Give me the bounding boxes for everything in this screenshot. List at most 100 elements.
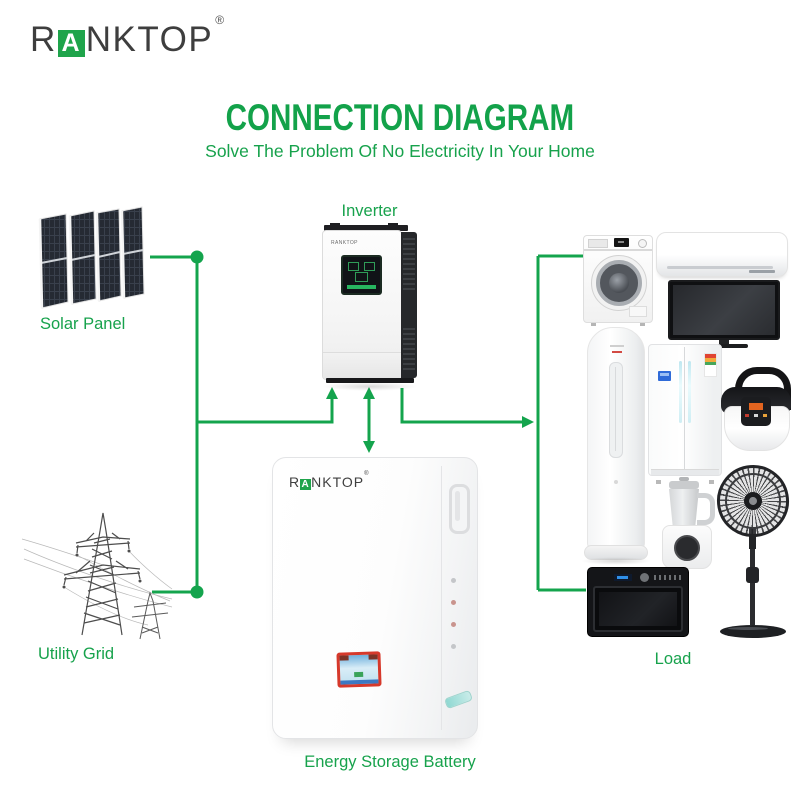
page-subtitle: Solve The Problem Of No Electricity In Y… [205, 141, 595, 161]
fridge-body [648, 344, 722, 476]
wall-air-conditioner-icon [656, 232, 788, 277]
line-inverter-to-load [400, 388, 523, 424]
floor-ac-logo-mark [610, 345, 624, 347]
inverter-screen [341, 255, 382, 295]
fridge-display [658, 371, 671, 381]
washer-drawer [588, 239, 608, 248]
battery-screen-glyph [368, 654, 378, 660]
washer-drum [609, 273, 629, 293]
battery-label: Energy Storage Battery [304, 753, 476, 771]
load-label: Load [654, 650, 692, 668]
floor-ac-button [614, 480, 618, 484]
inverter-screen-glyph [364, 262, 375, 271]
washer-control-panel [584, 236, 652, 251]
blender-lid [669, 481, 699, 489]
fan-cage [711, 459, 795, 543]
battery-screen-glyph [340, 679, 379, 685]
brand-logo-prefix: R [30, 20, 57, 59]
inverter-screen-statusbar [347, 285, 376, 289]
brand-logo-suffix: NKTOP [85, 20, 214, 59]
inverter-mount-tab [388, 223, 398, 228]
fan-height-joint [746, 567, 759, 583]
fridge-energy-label [704, 353, 717, 377]
brand-logo-accent-letter: A [61, 29, 82, 57]
washing-machine-icon [583, 235, 653, 326]
fridge-handle-right [688, 361, 691, 423]
battery-body: RANKTOP® [272, 457, 478, 739]
washer-foot [591, 323, 596, 326]
blender-dial [674, 535, 700, 561]
energy-storage-battery-icon: RANKTOP® [272, 457, 478, 739]
fridge-foot [656, 480, 661, 484]
inverter-base [326, 378, 414, 383]
microwave-body [587, 567, 689, 637]
microwave-knob [640, 573, 649, 582]
solar-panel-label: Solar Panel [40, 315, 126, 333]
floor-ac-body [587, 327, 645, 551]
battery-screen [336, 651, 382, 688]
battery-port [451, 644, 456, 649]
washer-door [591, 255, 647, 311]
battery-port [451, 622, 456, 627]
inverter-icon: RANKTOP [322, 223, 418, 391]
wall-ac-body [656, 232, 788, 277]
rice-cooker-icon [721, 367, 791, 451]
blender-handle [697, 493, 715, 525]
tv-screen [668, 280, 780, 340]
battery-port [451, 578, 456, 583]
microwave-display [614, 574, 632, 581]
solar-panel-icon [38, 206, 145, 309]
junction-dot-solar [190, 250, 204, 264]
inverter-front-panel: RANKTOP [322, 230, 402, 380]
floor-ac-shadow [581, 557, 651, 565]
battery-brand-logo: RANKTOP® [289, 471, 370, 490]
blender-icon [661, 477, 715, 569]
utility-grid-label: Utility Grid [38, 645, 115, 663]
floor-ac-red-mark [612, 351, 622, 353]
inverter-lower-panel [323, 352, 401, 379]
registered-trademark-icon: ® [215, 13, 226, 28]
washer-foot [640, 323, 645, 326]
wall-ac-flap [749, 270, 775, 273]
standing-fan-icon [711, 459, 795, 643]
solar-panel-modules [38, 206, 145, 309]
inverter-label: Inverter [341, 202, 398, 220]
rice-cooker-button [745, 414, 749, 417]
fridge-handle-left [679, 361, 682, 423]
tv-glass [673, 285, 775, 335]
blender-lid-knob [679, 477, 689, 481]
rice-cooker-control-panel [741, 397, 771, 426]
transmission-tower-small [131, 591, 169, 640]
inverter-vent [403, 328, 415, 370]
battery-port [451, 600, 456, 605]
rice-cooker-display [749, 403, 763, 410]
utility-grid-icon [21, 512, 173, 640]
inverter-screen-glyph [355, 272, 368, 282]
battery-breaker-switch [443, 689, 474, 710]
inverter-shadow [322, 382, 418, 391]
battery-edge-seam [441, 466, 442, 730]
fan-neck [749, 527, 756, 549]
insulator-dots [62, 549, 142, 589]
line-trunk-to-inverter [197, 398, 334, 424]
refrigerator-icon [648, 344, 722, 484]
fridge-foot [709, 480, 714, 484]
washer-display [614, 238, 629, 247]
inverter-mount-tab [330, 223, 340, 228]
rice-cooker-button [763, 414, 767, 417]
fridge-door-seam [684, 347, 685, 469]
rice-cooker-body [724, 406, 790, 451]
fridge-plinth [651, 469, 719, 475]
inverter-screen-glyph [348, 262, 359, 271]
page-title: CONNECTION DIAGRAM [225, 97, 575, 138]
floor-standing-ac-icon [581, 327, 651, 567]
battery-logo-accent-box: A [300, 479, 312, 490]
microwave-door [593, 586, 683, 632]
inverter-heatsink [401, 232, 417, 378]
rice-cooker-button [754, 414, 758, 417]
wall-ac-vent [667, 266, 773, 269]
arrow-down-battery-icon [363, 441, 375, 453]
microwave-window [599, 592, 677, 626]
battery-screen-glyph [354, 671, 364, 678]
